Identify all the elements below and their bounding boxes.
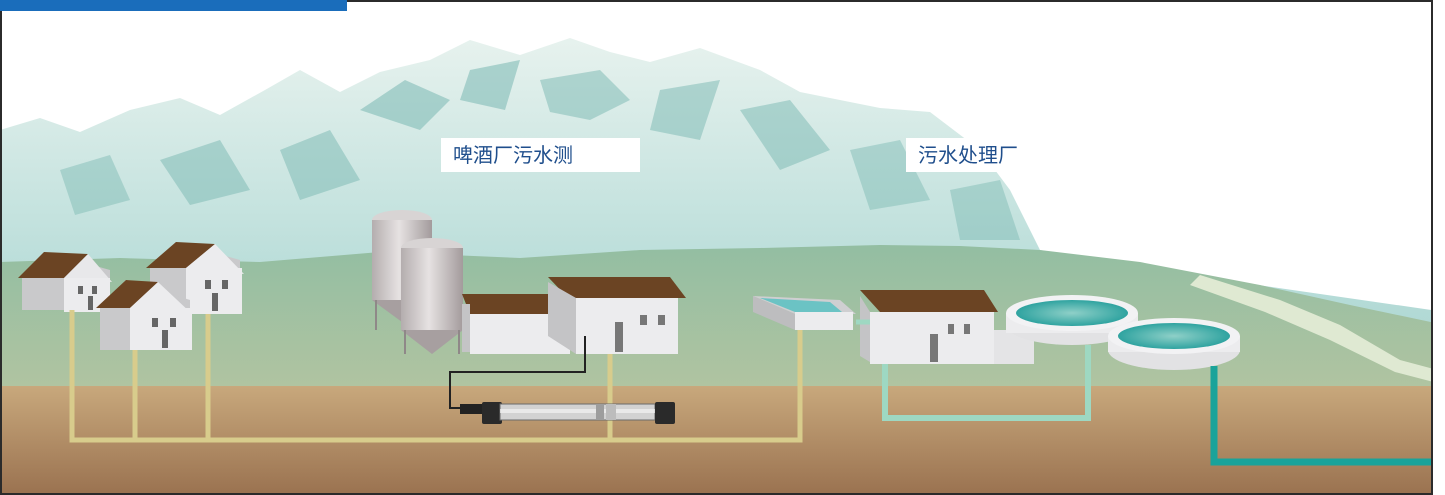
settling-basin xyxy=(753,296,856,330)
plant-building xyxy=(860,290,1034,364)
clarifier-tank xyxy=(1006,295,1138,345)
house xyxy=(18,252,112,312)
sewer-pipes xyxy=(69,310,803,443)
silo xyxy=(401,238,463,354)
clarifier-tank xyxy=(1108,318,1240,370)
houses-village xyxy=(18,242,244,350)
house xyxy=(96,280,192,350)
brewery xyxy=(372,210,686,354)
brewery-wastewater-label: 啤酒厂污水测 xyxy=(441,138,640,172)
sensor-probe xyxy=(449,336,675,424)
header-accent-bar xyxy=(0,0,347,11)
treatment-plant xyxy=(753,290,1438,466)
effluent-pipe xyxy=(1210,366,1438,466)
return-pipe xyxy=(882,345,1091,421)
brewery-building xyxy=(548,277,686,354)
treatment-plant-label: 污水处理厂 xyxy=(906,138,1082,172)
